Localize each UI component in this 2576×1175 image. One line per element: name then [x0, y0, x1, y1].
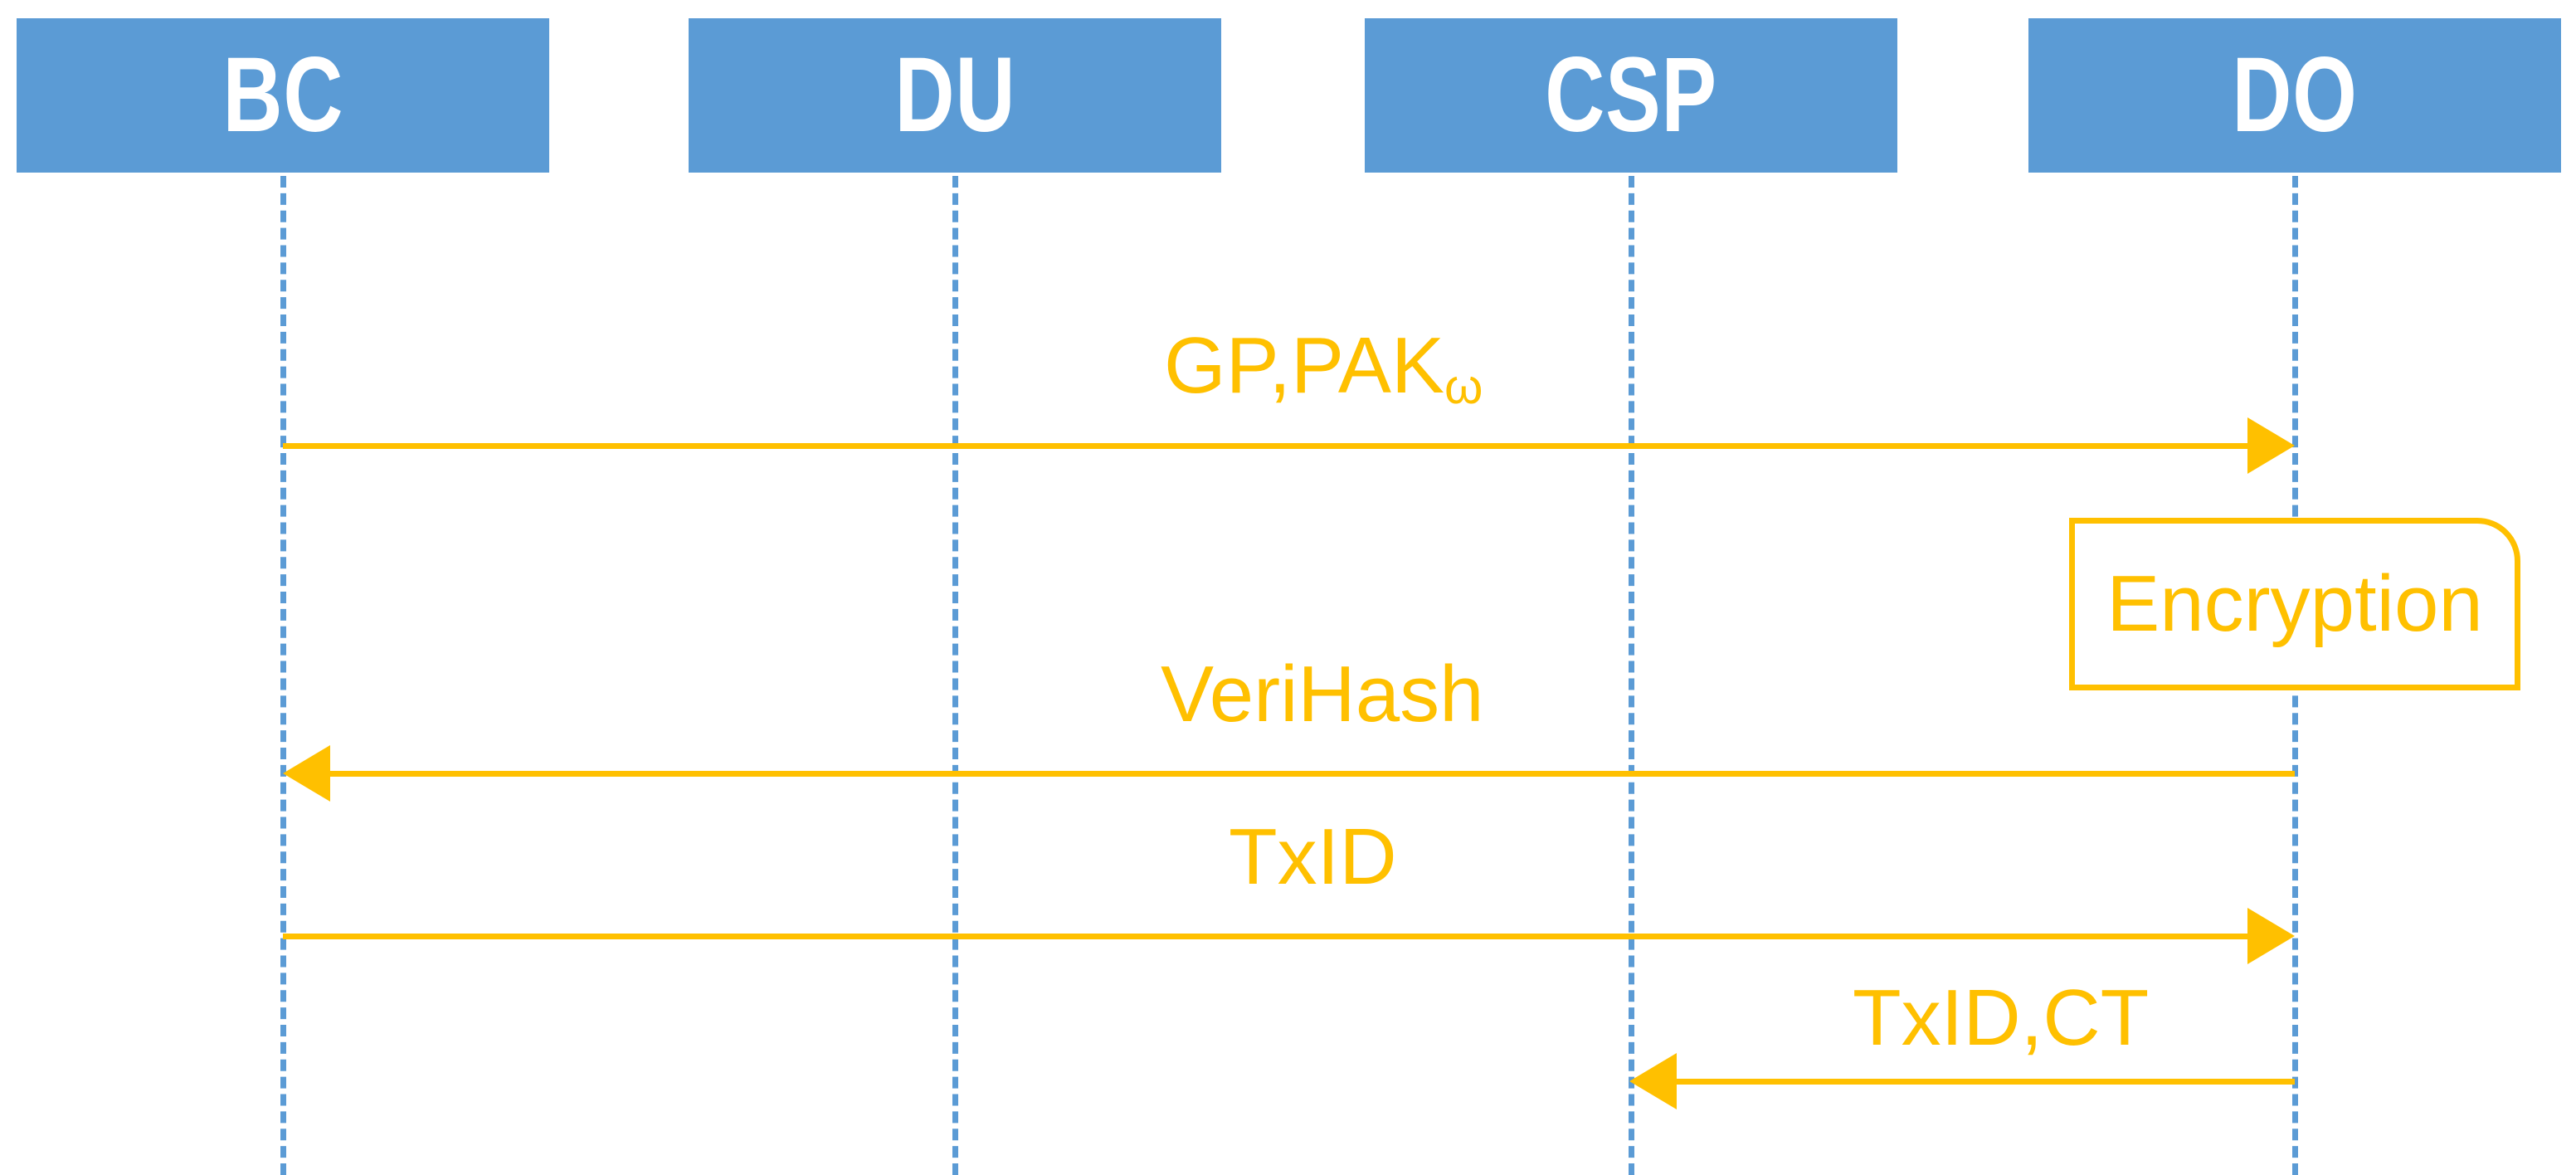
note-encryption: Encryption [2069, 518, 2520, 690]
actor-label-do: DO [2232, 36, 2358, 154]
actor-box-do: DO [2028, 18, 2561, 173]
actor-box-csp: CSP [1365, 18, 1897, 173]
message-arrowhead-txid [2247, 908, 2295, 964]
message-arrow-gp-pak-line [283, 443, 2247, 449]
message-label-txid: TxID [1229, 817, 1397, 897]
message-label-gp-pak-subscript: ω [1444, 358, 1483, 415]
message-label-txid-ct: TxID,CT [1853, 978, 2149, 1058]
message-arrow-txid-line [283, 934, 2247, 939]
message-label-txid-text: TxID [1229, 812, 1397, 901]
lifeline-bc [280, 176, 286, 1175]
lifeline-csp [1629, 176, 1634, 1175]
note-encryption-label: Encryption [2106, 559, 2483, 648]
message-arrow-txid-ct-line [1677, 1079, 2295, 1085]
message-label-verihash-text: VeriHash [1161, 650, 1484, 739]
lifeline-du [952, 176, 958, 1175]
actor-box-du: DU [689, 18, 1221, 173]
actor-box-bc: BC [17, 18, 549, 173]
message-label-txid-ct-text: TxID,CT [1853, 973, 2150, 1062]
message-label-verihash: VeriHash [1161, 655, 1484, 734]
actor-label-bc: BC [222, 36, 343, 154]
actor-label-csp: CSP [1545, 36, 1717, 154]
message-arrowhead-txid-ct [1629, 1053, 1677, 1109]
message-label-gp-pak: GP,PAKω [1164, 326, 1483, 412]
actor-label-du: DU [894, 36, 1015, 154]
message-label-gp-pak-text: GP,PAK [1164, 321, 1444, 410]
message-arrowhead-gp-pak [2247, 417, 2295, 474]
message-arrowhead-verihash [283, 745, 330, 802]
message-arrow-verihash-line [330, 771, 2295, 777]
